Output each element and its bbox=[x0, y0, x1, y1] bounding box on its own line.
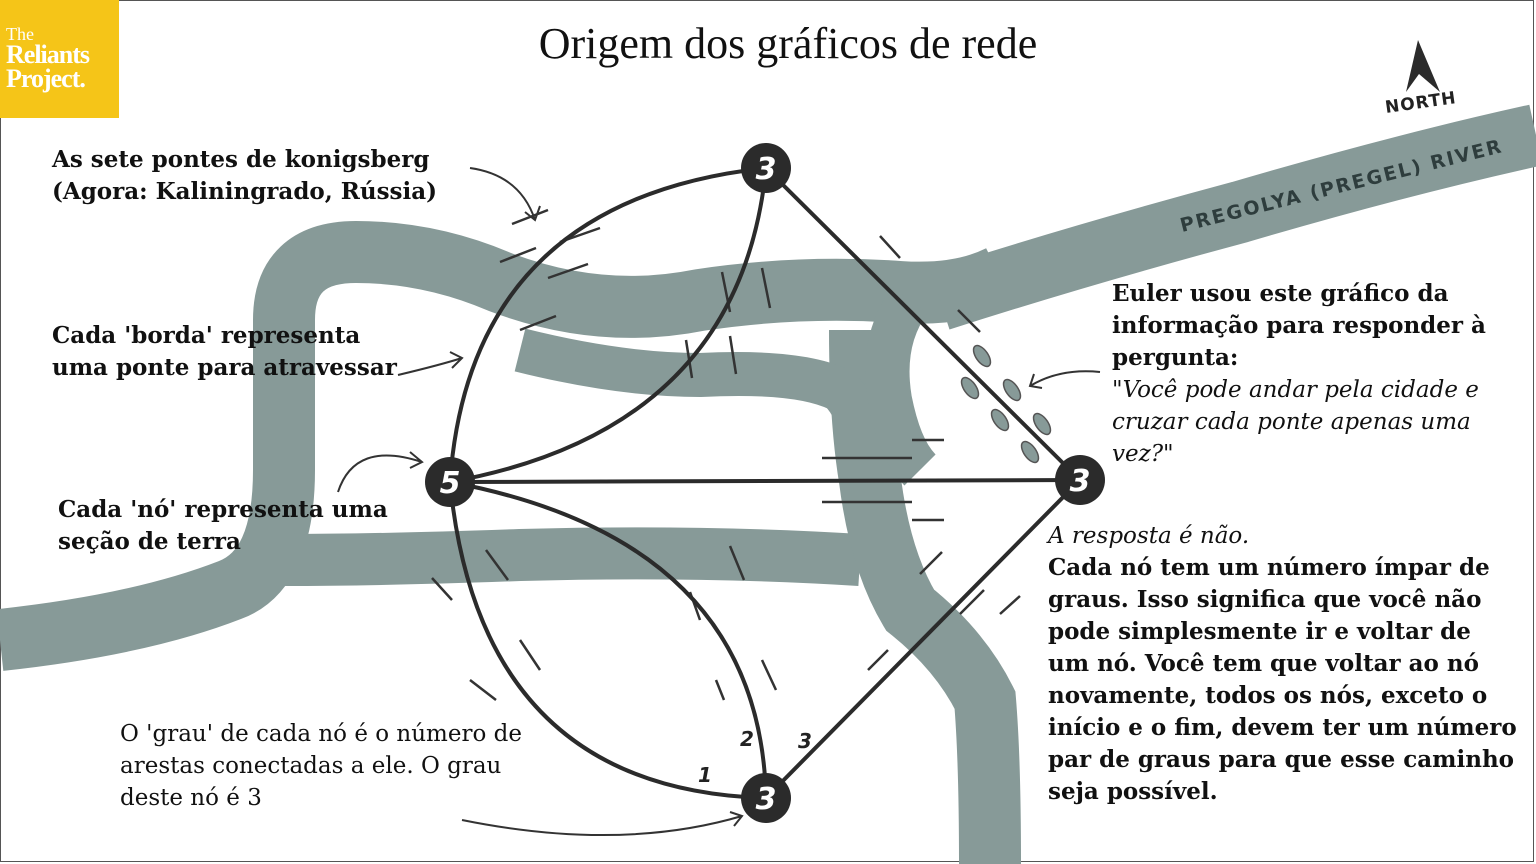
bridge-mark bbox=[688, 591, 726, 701]
euler-intro-line-3: pergunta: bbox=[1112, 344, 1239, 371]
edge-left-top-inner bbox=[449, 167, 768, 484]
euler-question-line-1: "Você pode andar pela cidade e bbox=[1112, 377, 1479, 403]
bridges-title-line-1: As sete pontes de konigsberg bbox=[52, 146, 430, 173]
river-north-loop bbox=[253, 220, 1014, 470]
graph-node-bottom: 3 bbox=[741, 773, 791, 823]
bridge-mark bbox=[728, 545, 778, 691]
bridge-mark bbox=[484, 549, 542, 671]
arrow-node bbox=[337, 451, 424, 493]
river bbox=[0, 104, 1536, 864]
edge-left-top-outer bbox=[448, 166, 767, 483]
graph-node-left: 5 bbox=[425, 457, 475, 507]
euler-intro-line-2: informação para responder à bbox=[1112, 312, 1486, 339]
river-east-loop bbox=[865, 286, 937, 486]
logo-line-1: The bbox=[6, 24, 34, 44]
degree-note-line-2: arestas conectadas a ele. O grau bbox=[120, 753, 502, 779]
arrow-edge bbox=[397, 351, 464, 376]
answer-line-1: Cada nó tem um número ímpar de bbox=[1048, 554, 1490, 581]
node-degree-right: 3 bbox=[1070, 464, 1091, 499]
node-degree-bottom: 3 bbox=[756, 782, 777, 817]
north-label: NORTH bbox=[1384, 88, 1458, 118]
graph-node-top: 3 bbox=[741, 143, 791, 193]
answer-line-8: seja possível. bbox=[1048, 778, 1218, 805]
edge-left-bottom-outer bbox=[448, 481, 767, 800]
bridge-mark bbox=[431, 577, 497, 701]
river-south-arm bbox=[0, 469, 315, 671]
river-northeast-arm bbox=[930, 104, 1536, 330]
annotation-arrows bbox=[337, 167, 1101, 837]
euler-question-line-2: cruzar cada ponte apenas uma bbox=[1112, 409, 1471, 435]
answer-line-4: um nó. Você tem que voltar ao nó bbox=[1048, 650, 1479, 677]
edge-label-3: 3 bbox=[798, 729, 812, 753]
edge-left-bottom-inner bbox=[449, 480, 768, 799]
edge-right-bottom bbox=[764, 478, 1082, 800]
edge-left-right bbox=[449, 478, 1081, 484]
river-south-channel bbox=[283, 527, 862, 586]
edge-label-1: 1 bbox=[698, 763, 712, 787]
bridges-title-line-2: (Agora: Kaliningrado, Rússia) bbox=[52, 178, 438, 205]
bridge-mark bbox=[822, 438, 944, 460]
logo-line-3: Project. bbox=[6, 64, 86, 93]
bridge-mark bbox=[867, 595, 1021, 671]
bridge-mark bbox=[919, 551, 985, 615]
page-title: Origem dos gráficos de rede bbox=[538, 19, 1038, 68]
answer-line-2: graus. Isso significa que você não bbox=[1048, 586, 1482, 613]
degree-note-line-3: deste nó é 3 bbox=[120, 785, 262, 811]
edge-note-line-2: uma ponte para atravessar bbox=[52, 354, 397, 381]
arrow-euler bbox=[1028, 370, 1101, 389]
arrow-degree bbox=[461, 811, 744, 837]
answer-line-7: par de graus para que esse caminho bbox=[1048, 746, 1515, 773]
edge-top-right bbox=[764, 166, 1082, 482]
graph-edges bbox=[448, 166, 1082, 800]
answer-line-6: início e o fim, devem ter um número bbox=[1048, 714, 1517, 741]
node-note-line-2: seção de terra bbox=[58, 528, 241, 555]
answer-line-3: pode simplesmente ir e voltar de bbox=[1048, 618, 1471, 645]
node-note-line-1: Cada 'nó' representa uma bbox=[58, 496, 388, 523]
edge-note-line-1: Cada 'borda' representa bbox=[52, 322, 361, 349]
graph-node-right: 3 bbox=[1055, 455, 1105, 505]
logo-line-2: Reliants bbox=[6, 40, 90, 69]
answer-lead: A resposta é não. bbox=[1048, 523, 1250, 549]
edge-label-2: 2 bbox=[740, 727, 754, 751]
footprints-icon bbox=[960, 344, 1052, 464]
node-degree-left: 5 bbox=[440, 466, 461, 501]
node-degree-top: 3 bbox=[756, 152, 777, 187]
bridge-mark bbox=[822, 500, 944, 522]
reliants-project-logo: The Reliants Project. bbox=[0, 0, 119, 118]
arrow-bridges bbox=[469, 167, 541, 222]
answer-line-5: novamente, todos os nós, exceto o bbox=[1048, 682, 1488, 709]
river-inner-loop bbox=[514, 328, 882, 441]
euler-intro-line-1: Euler usou este gráfico da bbox=[1112, 280, 1449, 307]
bridge-mark bbox=[519, 314, 557, 332]
bridge-mark bbox=[879, 235, 981, 333]
euler-question-line-3: vez?" bbox=[1112, 441, 1174, 467]
degree-note-line-1: O 'grau' de cada nó é o número de bbox=[120, 721, 522, 747]
